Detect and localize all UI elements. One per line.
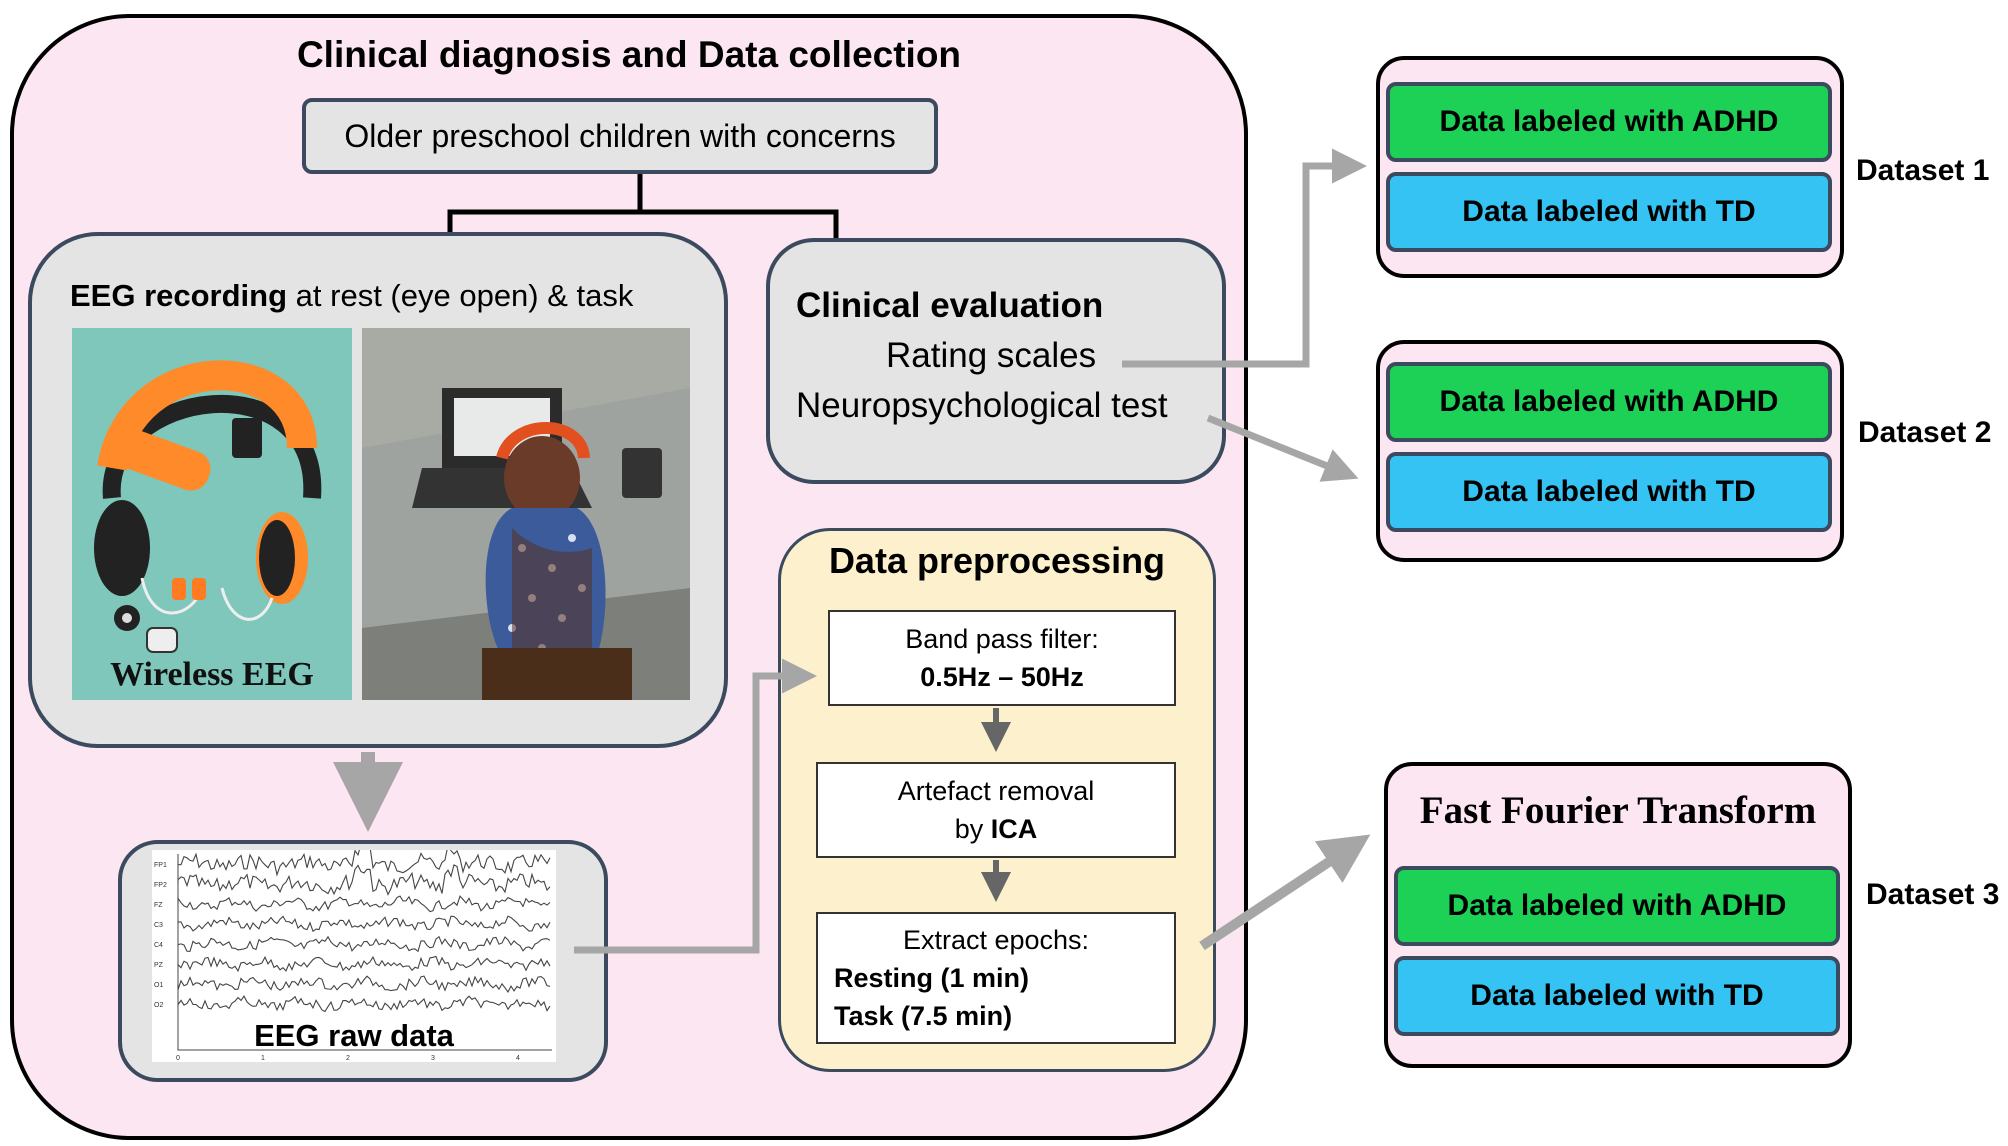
artefact-removal-step: Artefact removal by ICA (816, 762, 1176, 858)
dataset-3-td-bar: Data labeled with TD (1394, 956, 1840, 1036)
concerns-label: Older preschool children with concerns (344, 117, 896, 154)
child-laptop-illustration (362, 328, 690, 700)
eeg-trace (177, 915, 551, 933)
extract-epochs-step: Extract epochs: Resting (1 min) Task (7.… (816, 912, 1176, 1044)
band-pass-range: 0.5Hz – 50Hz (920, 662, 1084, 692)
arrow-to-preprocessing (574, 658, 817, 954)
artefact-removal-method: by ICA (818, 810, 1174, 848)
dataset-2-adhd-bar: Data labeled with ADHD (1386, 362, 1832, 442)
dataset-1-td-bar: Data labeled with TD (1386, 172, 1832, 252)
headset-illustration (94, 360, 322, 653)
eeg-recording-label: EEG recording at rest (eye open) & task (70, 278, 633, 314)
eeg-channel-label: O2 (154, 1002, 163, 1009)
arrow-to-dataset-3 (1199, 834, 1371, 951)
neuropsychological-test-label: Neuropsychological test (796, 386, 1168, 425)
dataset-2-label: Dataset 2 (1858, 416, 1992, 449)
split-bracket (447, 174, 839, 238)
eeg-recording-bold: EEG recording (70, 278, 288, 313)
extract-epochs-label: Extract epochs: (902, 925, 1090, 955)
band-pass-step: Band pass filter: 0.5Hz – 50Hz (828, 610, 1176, 706)
eeg-trace (177, 895, 551, 913)
dataset-1-label: Dataset 1 (1856, 154, 1990, 187)
eeg-channel-label: C4 (154, 942, 163, 949)
eeg-channel-label: FZ (154, 902, 163, 909)
eeg-trace (177, 975, 551, 993)
resting-epoch: Resting (1 min) (834, 963, 1030, 993)
arrow-to-dataset-2 (1206, 414, 1359, 482)
data-preprocessing-title: Data preprocessing (828, 540, 1166, 581)
ica-label: ICA (990, 814, 1038, 844)
dataset-3-adhd-label: Data labeled with ADHD (1447, 889, 1787, 922)
eeg-trace (177, 935, 551, 953)
wireless-eeg-label: Wireless EEG (110, 656, 314, 693)
eeg-time-tick: 3 (431, 1055, 435, 1062)
task-epoch: Task (7.5 min) (834, 1001, 1013, 1031)
dataset-2-td-bar: Data labeled with TD (1386, 452, 1832, 532)
band-pass-label: Band pass filter: (905, 624, 1099, 654)
eeg-channel-label: FP1 (154, 862, 167, 869)
panel-title: Clinical diagnosis and Data collection (296, 34, 962, 75)
eeg-time-tick: 2 (346, 1055, 350, 1062)
dataset-1-adhd-label: Data labeled with ADHD (1439, 105, 1779, 138)
eeg-trace (177, 995, 551, 1013)
eeg-recording-rest: at rest (eye open) & task (287, 278, 634, 313)
eeg-channel-label: C3 (154, 922, 163, 929)
artefact-removal-label: Artefact removal (897, 776, 1095, 806)
eeg-raw-data-label: EEG raw data (254, 1018, 454, 1053)
fft-title: Fast Fourier Transform (1419, 789, 1817, 832)
eeg-channel-label: FP2 (154, 882, 167, 889)
rating-scales-label: Rating scales (886, 336, 1097, 375)
eeg-channel-label: O1 (154, 982, 163, 989)
eeg-trace (177, 955, 551, 973)
clinical-evaluation-title: Clinical evaluation (796, 286, 1104, 325)
dataset-1-adhd-bar: Data labeled with ADHD (1386, 82, 1832, 162)
eeg-time-tick: 4 (516, 1055, 520, 1062)
dataset-3-adhd-bar: Data labeled with ADHD (1394, 866, 1840, 946)
dataset-2-adhd-label: Data labeled with ADHD (1439, 385, 1779, 418)
eeg-time-tick: 0 (176, 1055, 180, 1062)
artefact-by: by (954, 814, 991, 844)
eeg-axes (177, 854, 552, 1051)
clinical-evaluation-box (766, 238, 1226, 484)
concerns-box: Older preschool children with concerns (302, 98, 938, 174)
dataset-3-td-label: Data labeled with TD (1470, 979, 1764, 1012)
child-task-photo (362, 328, 690, 700)
arrow-to-dataset-1 (1122, 148, 1367, 368)
wireless-eeg-photo (72, 328, 352, 700)
eeg-trace (177, 864, 551, 896)
dataset-3-label: Dataset 3 (1866, 878, 2000, 911)
dataset-2-td-label: Data labeled with TD (1462, 475, 1756, 508)
eeg-time-tick: 1 (261, 1055, 265, 1062)
eeg-channel-label: PZ (154, 962, 164, 969)
dataset-1-td-label: Data labeled with TD (1462, 195, 1756, 228)
